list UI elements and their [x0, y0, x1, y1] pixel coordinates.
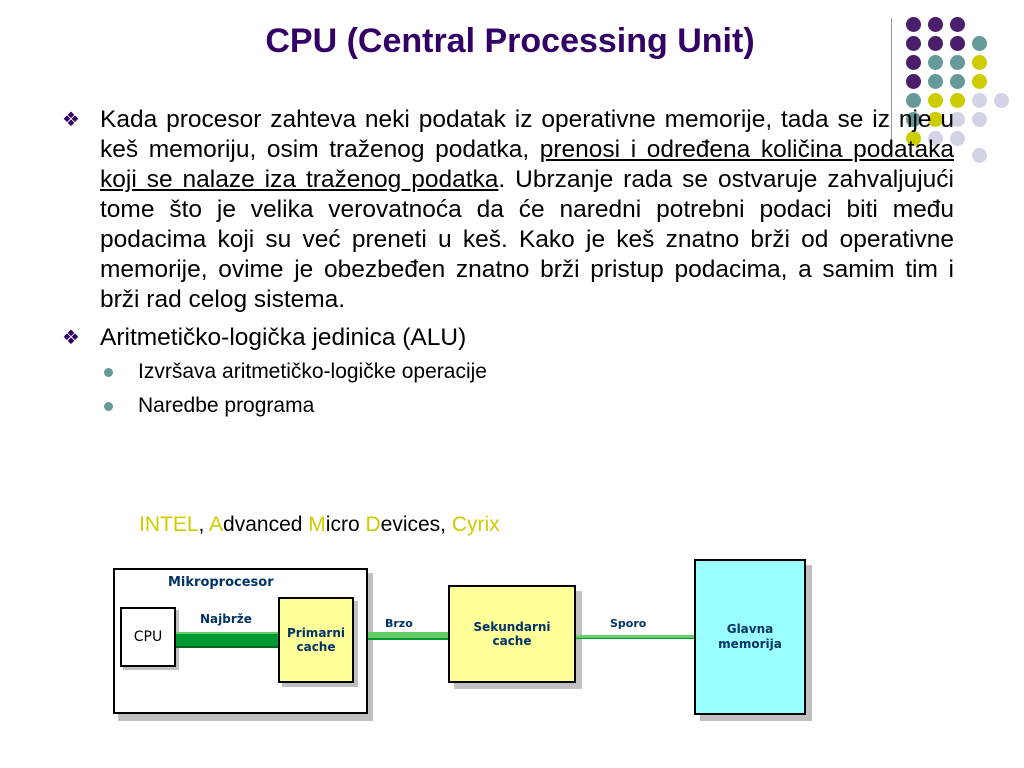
bullet-text: Kada procesor zahteva neki podatak iz op…	[100, 106, 954, 163]
sub-bullet: Izvršava aritmetičko-logičke operacije	[62, 355, 954, 389]
dot-lavender	[928, 131, 943, 146]
main-memory-box: Glavna memorija	[694, 559, 806, 715]
bullet-cache-explanation: ❖ Kada procesor zahteva neki podatak iz …	[62, 105, 954, 315]
dot-yellow	[950, 93, 965, 108]
secondary-cache-label-2: cache	[492, 634, 532, 648]
diamond-bullet-icon: ❖	[62, 109, 80, 131]
dot-teal	[928, 55, 943, 70]
primary-cache-box: Primarni cache	[278, 597, 354, 683]
bus-label-fastest: Najbrže	[200, 612, 252, 626]
dot-purple	[950, 36, 965, 51]
bullet-alu: ❖ Aritmetičko-logička jedinica (ALU)	[62, 323, 954, 353]
decorative-divider	[891, 18, 892, 146]
vendor-initial: M	[308, 513, 326, 536]
bullet-text: . Ubrzanje rada se ostvaruje zahvaljujuć…	[100, 166, 954, 313]
bus-fastest	[176, 632, 278, 648]
primary-cache-label-2: cache	[296, 640, 336, 654]
dot-yellow	[972, 74, 987, 89]
main-memory-label-1: Glavna	[726, 622, 774, 636]
slide-content: ❖ Kada procesor zahteva neki podatak iz …	[62, 105, 954, 423]
secondary-cache-label-1: Sekundarni	[473, 620, 551, 634]
sub-bullet-text: Naredbe programa	[138, 394, 315, 417]
bus-label-fast: Brzo	[385, 617, 413, 630]
dot-purple	[906, 36, 921, 51]
vendor-intel: INTEL	[139, 513, 199, 536]
vendor-initial: D	[365, 513, 381, 536]
dot-teal	[972, 36, 987, 51]
dot-lavender	[950, 112, 965, 127]
dot-purple	[928, 36, 943, 51]
dot-teal	[950, 55, 965, 70]
dot-lavender	[972, 148, 987, 163]
bus-label-slow: Sporo	[610, 617, 647, 630]
dot-teal	[906, 112, 921, 127]
dot-purple	[950, 17, 965, 32]
dot-purple	[906, 55, 921, 70]
vendor-list: INTEL, Advanced Micro Devices, Cyrix	[139, 513, 500, 537]
diamond-bullet-icon: ❖	[62, 327, 80, 349]
vendor-initial: A	[209, 513, 224, 536]
vendor-word: evices	[380, 513, 441, 536]
dot-purple	[928, 17, 943, 32]
dot-lavender	[972, 112, 987, 127]
dot-yellow	[928, 112, 943, 127]
dot-yellow	[928, 93, 943, 108]
dot-teal	[928, 74, 943, 89]
round-bullet-icon	[104, 368, 113, 377]
sub-bullet-text: Izvršava aritmetičko-logičke operacije	[138, 360, 487, 383]
secondary-cache-box: Sekundarni cache	[448, 585, 576, 683]
bus-fast	[368, 632, 448, 640]
vendor-word: dvanced	[223, 513, 309, 536]
slide-title: CPU (Central Processing Unit)	[265, 22, 755, 60]
primary-cache-label-1: Primarni	[286, 626, 345, 640]
separator: ,	[198, 513, 210, 536]
cpu-label: CPU	[133, 629, 163, 645]
dot-yellow	[972, 55, 987, 70]
dot-purple	[906, 74, 921, 89]
bullet-text: Aritmetičko-logička jedinica (ALU)	[100, 324, 467, 351]
dot-lavender	[972, 93, 987, 108]
dot-teal	[906, 93, 921, 108]
dot-lavender	[950, 131, 965, 146]
dot-purple	[906, 17, 921, 32]
bullet-text-underlined: prenosi i određena količina podataka koj…	[100, 136, 954, 193]
bus-slow	[576, 635, 694, 639]
main-memory-label-2: memorija	[718, 637, 782, 651]
dot-lavender	[994, 93, 1009, 108]
dot-yellow	[906, 131, 921, 146]
vendor-word: icro	[325, 513, 366, 536]
cpu-box: CPU	[120, 607, 176, 667]
dot-teal	[950, 74, 965, 89]
microprocessor-label: Mikroprocesor	[168, 575, 274, 590]
separator: ,	[440, 513, 452, 536]
round-bullet-icon	[104, 402, 113, 411]
cache-hierarchy-diagram: Mikroprocesor CPU Najbrže Primarni cache…	[110, 555, 822, 721]
sub-bullet: Naredbe programa	[62, 389, 954, 423]
vendor-cyrix: Cyrix	[451, 513, 500, 536]
